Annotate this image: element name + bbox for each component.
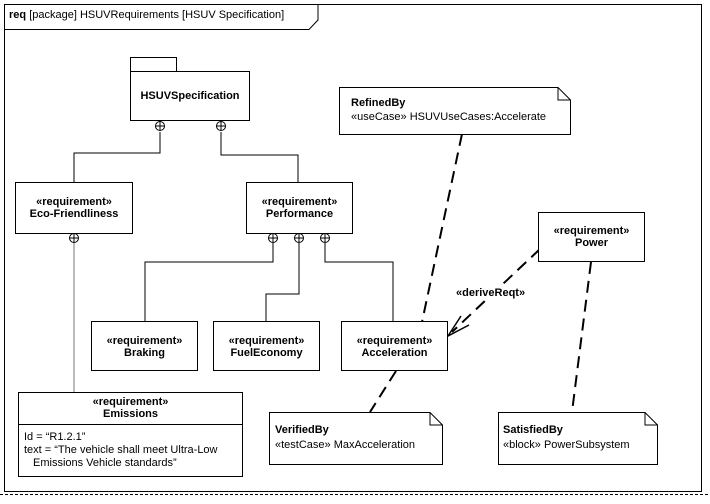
requirement-emissions[interactable]: «requirement» Emissions Id = “R1.2.1” te… [18, 392, 243, 477]
containment-line-fuel [265, 243, 300, 321]
derive-relation-label: «deriveReqt» [456, 287, 526, 299]
emissions-text-line2: Emissions Vehicle standards” [33, 457, 177, 469]
containment-line-braking [144, 243, 274, 321]
containment-symbol-eco [69, 233, 79, 243]
requirement-name: FuelEconomy [230, 347, 303, 359]
requirement-name: Emissions [102, 408, 159, 420]
refined-note-title: RefinedBy [351, 97, 406, 109]
requirement-stereotype: «requirement» [261, 196, 338, 208]
requirement-braking[interactable]: «requirement» Braking [91, 321, 198, 371]
emissions-properties: Id = “R1.2.1” text = “The vehicle shall … [19, 425, 242, 470]
requirement-acceleration[interactable]: «requirement» Acceleration [341, 321, 448, 371]
package-name: HSUVSpecification [140, 90, 240, 102]
verified-note-fold [429, 412, 443, 426]
requirement-name: Braking [124, 347, 165, 359]
requirement-stereotype: «requirement» [106, 335, 183, 347]
containment-line-performance [220, 132, 299, 182]
emissions-id: Id = “R1.2.1” [24, 431, 86, 443]
containment-symbol-pkg-1 [155, 121, 165, 131]
package-hsuvspecification[interactable]: HSUVSpecification [130, 71, 250, 121]
emissions-text-line1: text = “The vehicle shall meet Ultra-Low [24, 444, 218, 456]
requirement-name: Acceleration [361, 347, 428, 359]
refined-note-shape [339, 87, 571, 135]
satisfied-note-body: «block» PowerSubsystem [503, 439, 630, 451]
verified-note-body: «testCase» MaxAcceleration [275, 439, 416, 451]
frame-title: req [package] HSUVRequirements [HSUV Spe… [9, 9, 284, 21]
satisfy-dependency-line [571, 261, 592, 413]
requirement-stereotype: «requirement» [92, 396, 169, 408]
containment-symbol-perf-3 [320, 233, 330, 243]
requirement-fueleconomy[interactable]: «requirement» FuelEconomy [213, 321, 320, 371]
verified-note-shape [269, 412, 443, 465]
verify-dependency-line [369, 370, 397, 413]
requirement-stereotype: «requirement» [228, 335, 305, 347]
requirement-stereotype: «requirement» [36, 196, 112, 208]
containment-symbol-perf-1 [268, 233, 278, 243]
containment-symbol-perf-2 [294, 233, 304, 243]
satisfied-note-fold [644, 412, 658, 426]
requirement-name: Eco-Friendliness [29, 208, 119, 220]
requirement-stereotype: «requirement» [553, 225, 630, 237]
requirement-name: Performance [265, 208, 334, 220]
refine-dependency-line [421, 133, 463, 323]
satisfied-note-title: SatisfiedBy [503, 424, 563, 436]
requirement-stereotype: «requirement» [356, 335, 433, 347]
frame-keyword: req [9, 9, 27, 21]
frame-label-tab [4, 4, 319, 30]
requirement-power[interactable]: «requirement» Power [538, 212, 645, 262]
derive-arrowhead [445, 315, 470, 338]
frame-name: [package] HSUVRequirements [HSUV Specifi… [29, 9, 285, 21]
verified-note-title: VerifiedBy [275, 424, 329, 436]
diagram-frame [4, 4, 702, 492]
containment-line-eco [73, 132, 161, 182]
satisfied-note-shape [498, 412, 658, 465]
requirement-performance[interactable]: «requirement» Performance [246, 182, 353, 234]
containment-symbol-pkg-2 [216, 121, 226, 131]
refined-note-fold [557, 87, 571, 101]
refined-note-body: «useCase» HSUVUseCases:Accelerate [351, 111, 547, 123]
package-tab [130, 57, 177, 72]
requirement-name: Power [574, 237, 608, 249]
requirement-eco-friendliness[interactable]: «requirement» Eco-Friendliness [15, 182, 133, 234]
emissions-header: «requirement» Emissions [19, 396, 242, 425]
containment-line-acceleration [324, 243, 394, 321]
